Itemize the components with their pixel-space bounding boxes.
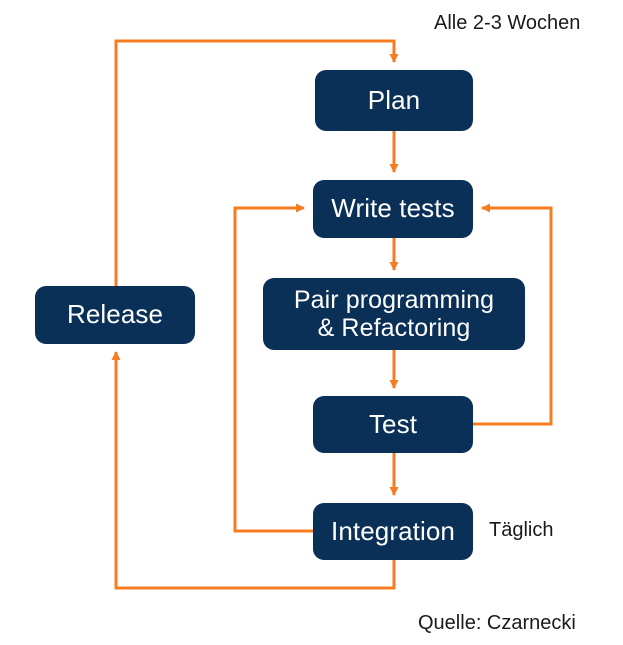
label-daily-period: Täglich bbox=[489, 519, 554, 541]
node-release[interactable]: Release bbox=[35, 286, 195, 344]
node-test-label: Test bbox=[368, 408, 418, 439]
node-write-tests-label: Write tests bbox=[331, 193, 455, 224]
node-integration-label: Integration bbox=[331, 515, 455, 546]
node-pair-programming-label: Pair programming & Refactoring bbox=[294, 286, 494, 342]
node-integration[interactable]: Integration bbox=[313, 503, 473, 560]
node-plan[interactable]: Plan bbox=[315, 70, 473, 131]
label-source-attribution: Quelle: Czarnecki bbox=[418, 612, 576, 634]
node-pair-programming-line1: Pair programming bbox=[293, 286, 495, 314]
connector-integration-to-write-tests bbox=[233, 203, 313, 533]
node-write-tests[interactable]: Write tests bbox=[313, 180, 473, 238]
node-test[interactable]: Test bbox=[313, 396, 473, 453]
node-release-label: Release bbox=[66, 299, 164, 330]
node-pair-programming[interactable]: Pair programming & Refactoring bbox=[263, 278, 525, 350]
node-plan-label: Plan bbox=[367, 84, 421, 115]
label-cycle-period: Alle 2-3 Wochen bbox=[434, 12, 581, 34]
node-pair-programming-line2: & Refactoring bbox=[317, 314, 471, 342]
